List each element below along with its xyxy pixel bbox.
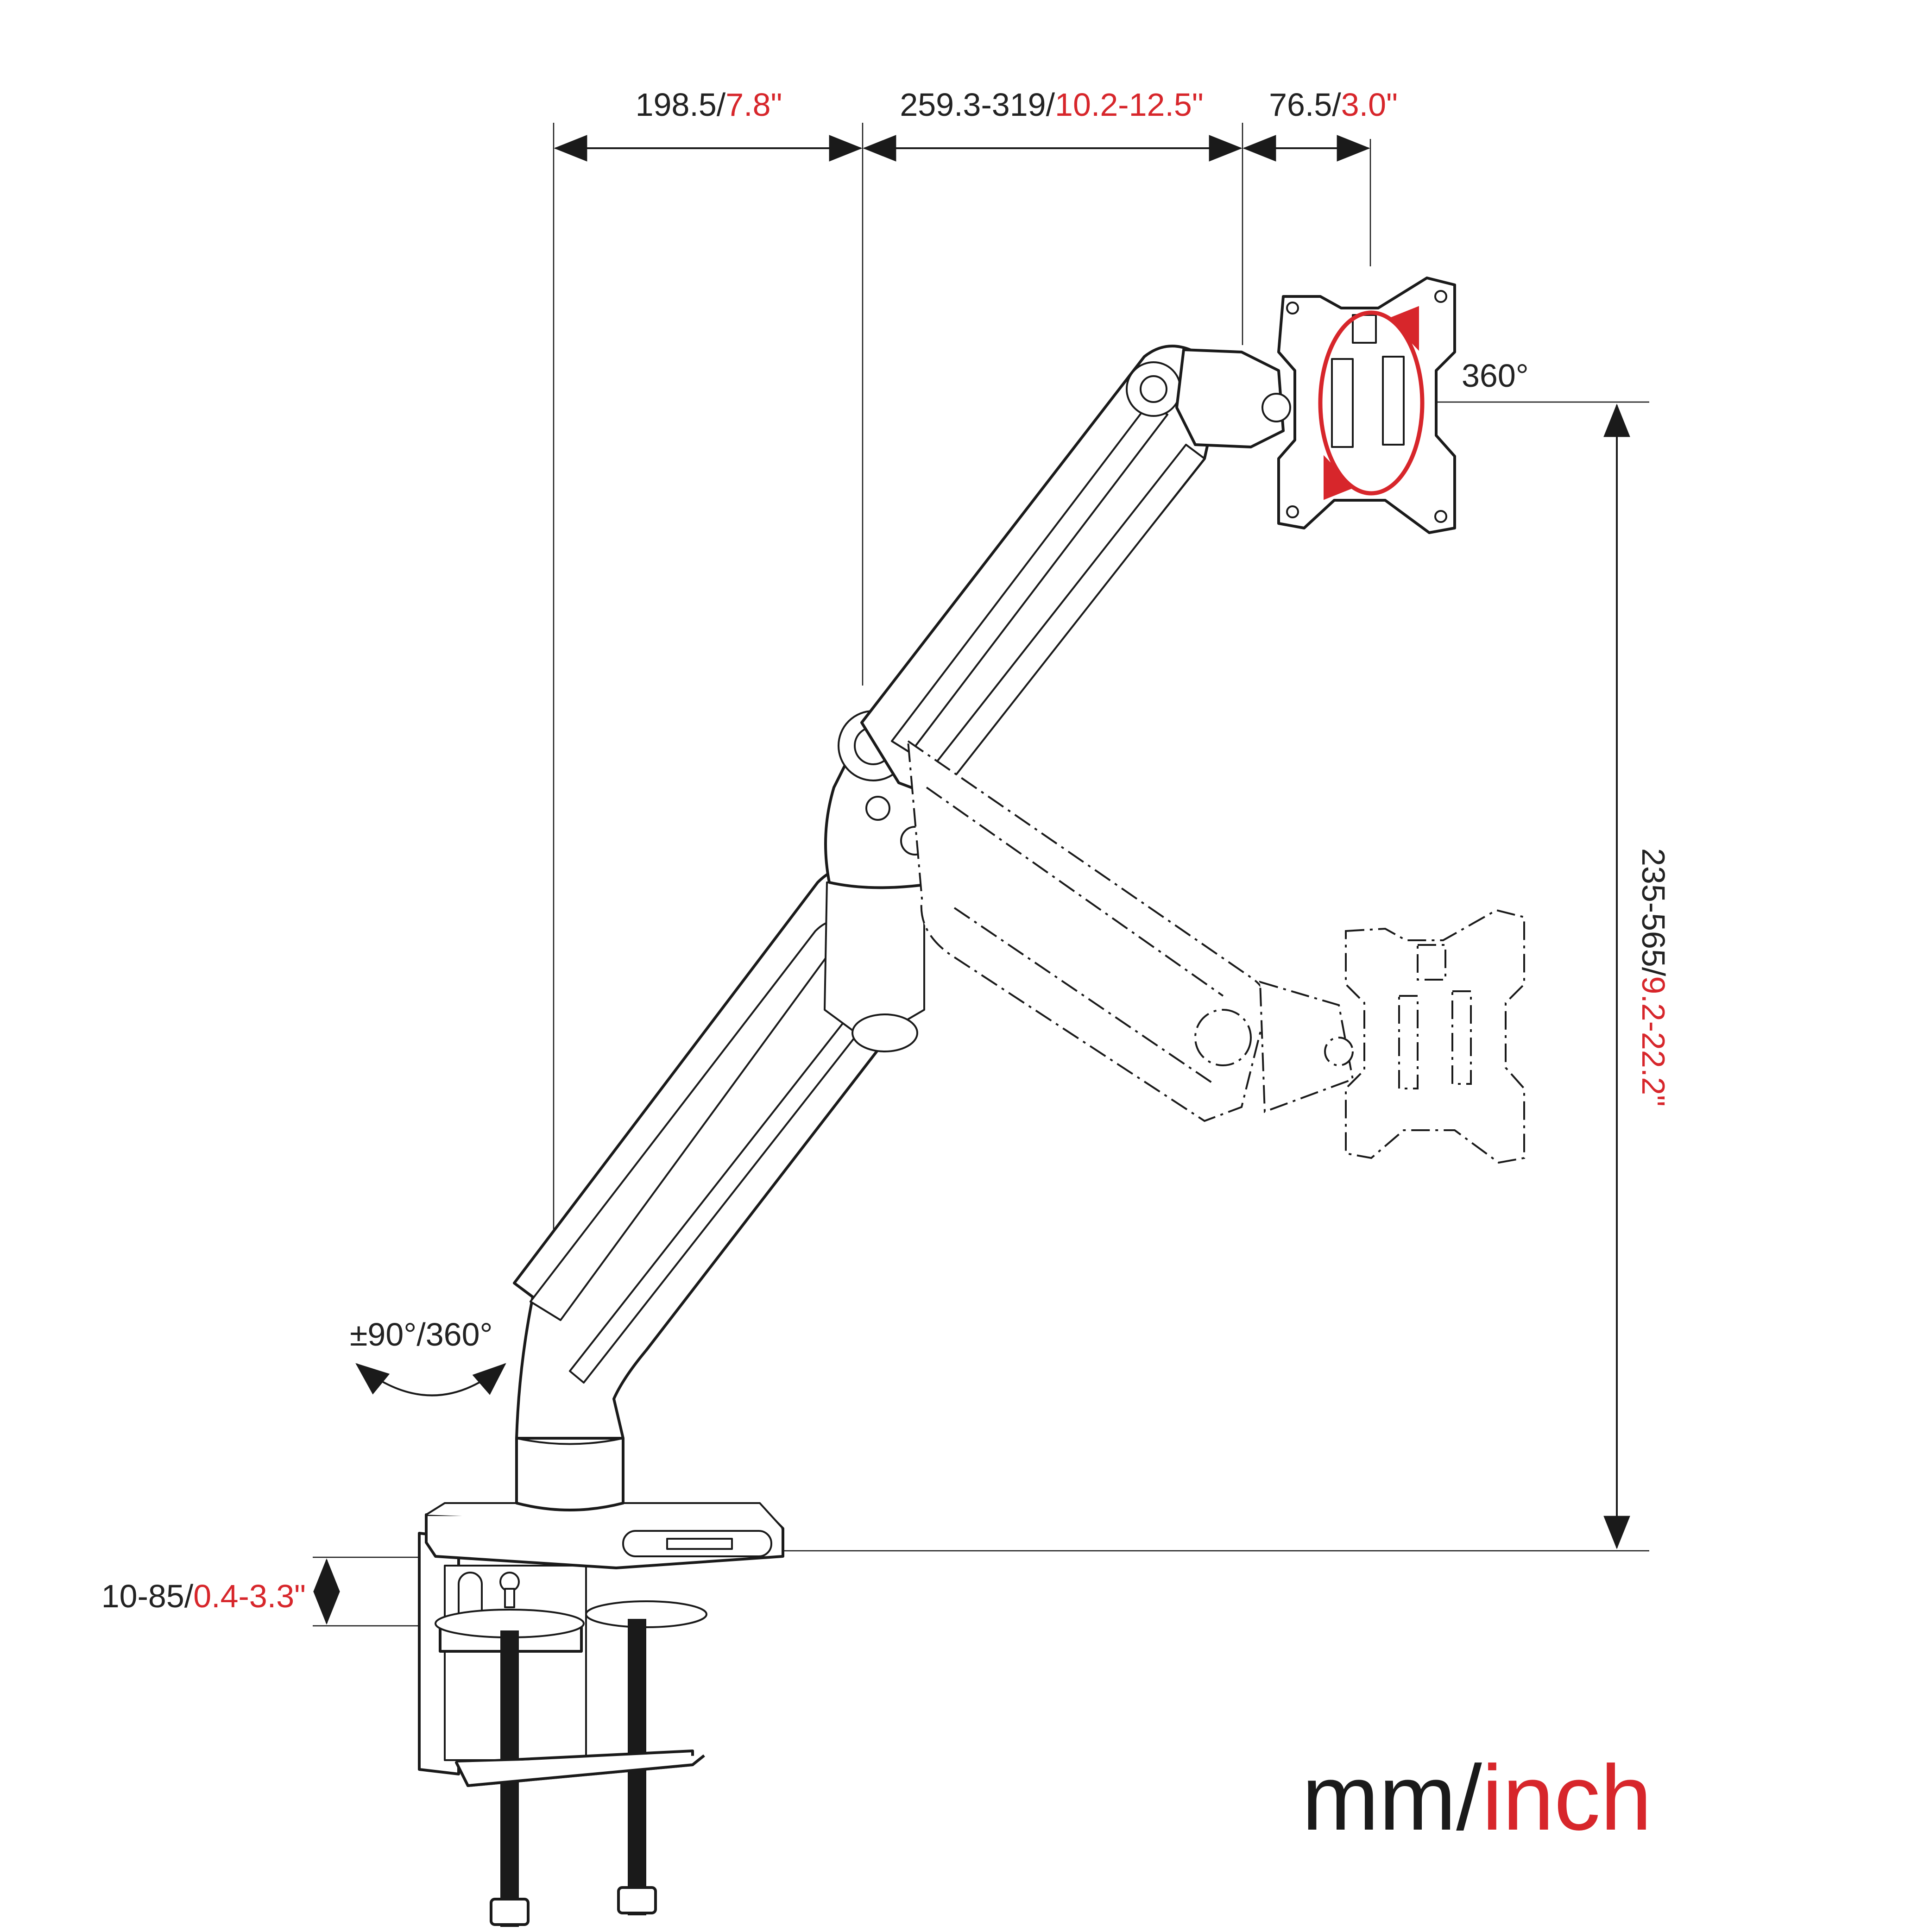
vesa-plate-raised <box>1277 277 1456 534</box>
pole-lower <box>515 1437 624 1511</box>
clamp-bottom-plate-edge <box>455 1754 705 1787</box>
vesa-plate-ghost <box>1345 909 1525 1164</box>
lower-arm-tension-knob <box>851 1013 918 1052</box>
dimension-lines <box>313 123 1649 1627</box>
screw-cap-right <box>617 1886 657 1914</box>
vesa-ghost-slot-right <box>1451 990 1472 1085</box>
clamp-keyhole-slot <box>504 1588 515 1608</box>
dim-label-upper-reach: 259.3-319/10.2-12.5" <box>900 87 1203 123</box>
screw-cap-left <box>490 1898 530 1926</box>
label-base-swivel: ±90°/360° <box>350 1316 493 1353</box>
pole-ring <box>516 1437 624 1445</box>
vesa-ghost-slot-left <box>1398 995 1419 1089</box>
rotation-arrow-bottom <box>1323 455 1355 500</box>
clamp-logo-mark <box>666 1538 733 1550</box>
desk-clamp <box>418 1502 784 1927</box>
swivel-arrow-icon <box>355 1363 506 1397</box>
upper-arm-lowered-rib <box>953 907 1215 1085</box>
tilt-head-bolt <box>1261 393 1291 422</box>
upper-arm-lowered-body <box>907 739 1268 1122</box>
upper-arm-lowered-channel <box>926 787 1224 997</box>
rotation-360-icon <box>1318 310 1425 496</box>
vesa-ghost-latch <box>1417 944 1446 981</box>
dim-label-height: 235-565/9.2-22.2" <box>1635 848 1671 1107</box>
vesa-hole-tr <box>1434 290 1447 303</box>
dim-label-clamp: 10-85/0.4-3.3" <box>101 1578 306 1614</box>
mount-pole <box>515 1437 624 1511</box>
tilt-head-lowered <box>1259 981 1354 1113</box>
tilt-head <box>1175 348 1285 448</box>
tilt-head-lowered-bolt <box>1324 1037 1354 1066</box>
upper-arm-channel <box>891 402 1168 754</box>
lower-arm <box>513 866 925 1440</box>
upper-arm-lowered-pivot <box>1194 1009 1252 1066</box>
vesa-plate-lowered <box>1345 909 1525 1164</box>
rotation-arrow-top <box>1388 306 1419 351</box>
upper-arm-pivot-inner <box>1140 375 1167 403</box>
vesa-hole-bl <box>1286 505 1299 518</box>
vesa-latch <box>1352 314 1377 344</box>
dim-label-lower-reach: 198.5/7.8" <box>636 87 782 123</box>
vesa-slot-left <box>1331 358 1354 448</box>
upper-arm-raised <box>860 345 1291 798</box>
dim-label-vesa-offset: 76.5/3.0" <box>1269 87 1398 123</box>
vesa-slot-right <box>1382 356 1405 446</box>
units-legend: mm/inch <box>1302 1746 1652 1850</box>
elbow-bolt <box>865 796 890 821</box>
label-vesa-rotation: 360° <box>1462 358 1529 394</box>
vesa-hole-br <box>1434 510 1447 523</box>
upper-arm-lowered <box>907 739 1354 1122</box>
vesa-hole-tl <box>1286 302 1299 315</box>
